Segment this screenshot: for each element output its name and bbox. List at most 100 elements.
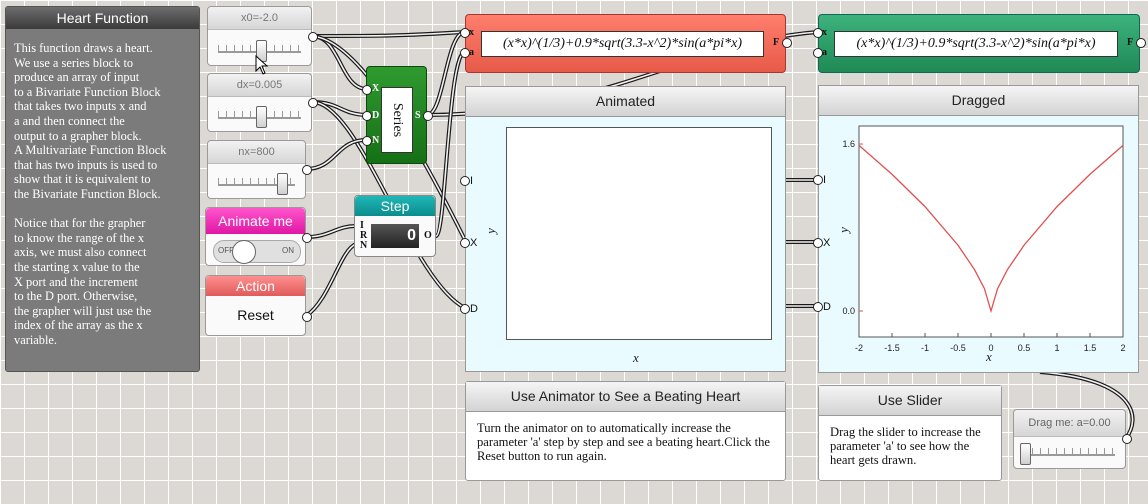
nx-slider-label: nx=800 [208,141,305,164]
slider-note-text: Drag the slider to increase the paramete… [830,425,981,467]
x-tick-label-0: -2 [855,343,863,353]
dx-slider-label: dx=0.005 [208,74,311,97]
series-label: Series [390,102,405,138]
wire-core-4 [311,101,466,309]
grapher-animated-port-x-label: X [470,237,478,249]
grapher-animated-plot-area [506,127,772,340]
fn1-expression-input[interactable]: (x*x)^(1/3)+0.9*sqrt(3.3-x^2)*sin(a*pi*x… [481,31,764,57]
nx-slider-knob[interactable] [277,173,289,195]
a-slider-output-port[interactable] [1122,434,1132,444]
grapher-animated-port-d-label: D [470,303,478,315]
grapher-animated-port-i-label: I [470,175,474,187]
toggle-on-label: ON [282,246,294,255]
nx-output-port[interactable] [302,165,312,175]
multivariate-function-block[interactable]: x a (x*x)^(1/3)+0.9*sqrt(3.3-x^2)*sin(a*… [818,14,1140,73]
dx-output-port[interactable] [308,98,318,108]
x0-slider-label: x0=-2.0 [208,7,311,30]
step-port-o-label: O [424,230,432,241]
x-tick-label-4: 0 [988,343,993,353]
slider-ticks [1024,448,1115,456]
grapher-dragged-input-x[interactable] [813,238,823,248]
animate-widget: Animate me OFF ON [205,207,306,266]
fn1-output-f[interactable] [782,38,792,48]
fn2-input-a[interactable] [813,48,823,58]
dx-slider[interactable]: dx=0.005 [207,73,312,132]
step-block[interactable]: Step I R N 0 O [354,195,436,257]
grapher-dragged-input-i[interactable] [813,175,823,185]
fn1-port-f-label: F [773,37,780,48]
a-slider-knob[interactable] [1020,443,1031,465]
info-panel: Heart Function This function draws a hea… [5,6,200,372]
x-tick-label-7: 1.5 [1084,343,1097,353]
fn2-expression-input[interactable]: (x*x)^(1/3)+0.9*sqrt(3.3-x^2)*sin(a*pi*x… [834,31,1118,57]
step-port-n-label: N [360,240,368,251]
dx-slider-knob[interactable] [255,106,267,128]
slider-track [218,184,295,186]
wire-core-7 [305,243,357,317]
y-tick-label-1: 0.0 [842,306,855,316]
toggle-off-label: OFF [218,246,234,255]
grapher-animated-input-x[interactable] [460,238,470,248]
series-port-s-label: S [415,110,421,121]
series-block[interactable]: Series X D N S [366,66,427,164]
wire-core-1 [311,31,466,37]
wire-core-10 [435,51,466,237]
action-widget: Action Reset [205,275,306,336]
x-tick-label-2: -1 [921,343,929,353]
slider-track [1024,454,1115,456]
animator-note-title: Use Animator to See a Beating Heart [466,382,785,412]
grapher-animated: Animated y x I X D [465,86,786,372]
chart-plot-area [858,125,1124,338]
x0-slider[interactable]: x0=-2.0 [207,6,312,66]
animate-toggle[interactable]: OFF ON [213,240,301,264]
mouse-cursor-icon [255,55,269,75]
fn2-output-f[interactable] [1136,38,1146,48]
x-tick-label-8: 2 [1120,343,1125,353]
action-title: Action [206,276,305,296]
fn2-input-x[interactable] [813,28,823,38]
series-output-s[interactable] [423,111,433,121]
series-input-x[interactable] [362,85,372,95]
grapher-dragged-input-d[interactable] [813,302,823,312]
series-port-n-label: N [372,135,380,146]
animate-output-port[interactable] [302,233,312,243]
fn1-port-x-label: x [469,27,474,38]
step-port-i-label: I [360,220,364,231]
grapher-animated-xlabel: x [633,350,639,365]
series-input-n[interactable] [362,136,372,146]
a-slider-label: Drag me: a=0.00 [1014,410,1125,437]
x-tick-label-3: -0.5 [950,343,966,353]
series-input-d[interactable] [362,111,372,121]
a-drag-slider[interactable]: Drag me: a=0.00 [1013,409,1126,469]
bivariate-function-block[interactable]: x a (x*x)^(1/3)+0.9*sqrt(3.3-x^2)*sin(a*… [465,14,786,73]
fn1-input-x[interactable] [460,28,470,38]
toggle-thumb[interactable] [232,240,256,264]
series-port-x-label: X [372,83,380,94]
reset-button[interactable]: Reset [237,307,274,323]
info-title: Heart Function [6,7,199,29]
fn1-input-a[interactable] [460,48,470,58]
grapher-animated-ylabel: y [482,228,498,234]
slider-ticks [218,178,295,186]
grapher-dragged-xlabel: x [986,349,992,364]
step-port-r-label: R [360,230,368,241]
grapher-animated-input-d[interactable] [460,304,470,314]
step-title: Step [355,196,435,216]
step-value-display: 0 [371,224,419,248]
grapher-animated-title: Animated [466,87,785,117]
grapher-animated-input-i[interactable] [460,176,470,186]
nx-slider[interactable]: nx=800 [207,140,306,199]
action-output-port[interactable] [302,312,312,322]
animator-note-text: Turn the animator on to automatically in… [477,421,771,463]
grapher-dragged-port-x-label: X [823,237,831,249]
grapher-dragged-port-d-label: D [823,301,831,313]
wire-core-5 [305,139,367,170]
x0-output-port[interactable] [308,32,318,42]
wire-7 [304,242,358,318]
fn2-port-x-label: x [822,27,827,38]
grapher-dragged-ylabel: y [835,227,851,233]
wire-core-8 [426,31,466,116]
grapher-dragged-port-i-label: I [823,174,827,186]
